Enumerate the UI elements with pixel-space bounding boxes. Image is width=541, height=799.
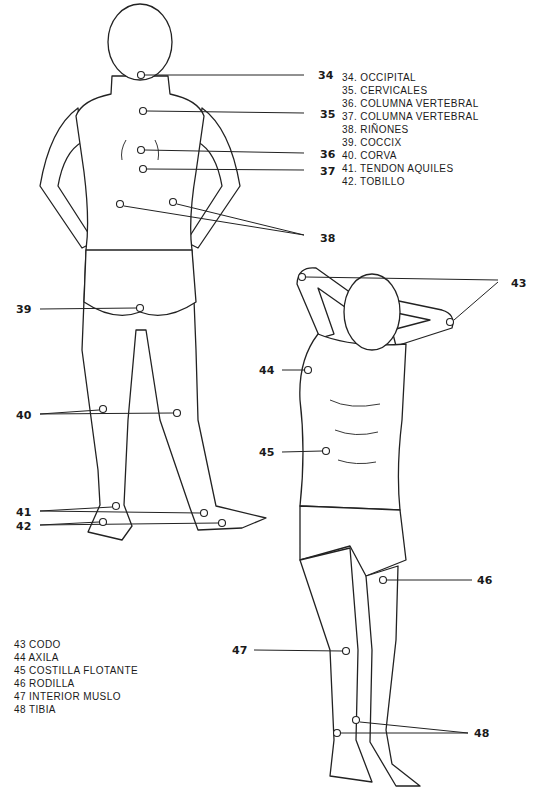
front-leg-right bbox=[366, 566, 420, 786]
callout-number: 37 bbox=[320, 166, 335, 177]
legend-entry: 36. COLUMNA VERTEBRAL bbox=[342, 99, 479, 109]
legend-entry: 38. RIÑONES bbox=[342, 125, 409, 135]
front-torso bbox=[300, 334, 406, 510]
legend-entry: 40. CORVA bbox=[342, 151, 397, 161]
callout-number: 38 bbox=[320, 233, 335, 244]
callout-number: 42 bbox=[16, 521, 31, 532]
callout-number: 36 bbox=[320, 149, 335, 160]
callout-number: 41 bbox=[16, 507, 31, 518]
back-shorts bbox=[84, 250, 196, 315]
legend-entry: 34. OCCIPITAL bbox=[342, 73, 416, 83]
legend-entry: 35. CERVICALES bbox=[342, 86, 427, 96]
legend-entry: 41. TENDON AQUILES bbox=[342, 164, 454, 174]
front-arm-right bbox=[392, 300, 453, 346]
callout-number: 46 bbox=[477, 575, 492, 586]
point-markers bbox=[100, 72, 454, 737]
legend-entry: 44 AXILA bbox=[14, 653, 59, 663]
back-head bbox=[108, 4, 172, 80]
callout-number: 47 bbox=[232, 645, 247, 656]
callout-number: 40 bbox=[16, 410, 31, 421]
legend-entry: 47 INTERIOR MUSLO bbox=[14, 692, 121, 702]
legend-entry: 48 TIBIA bbox=[14, 705, 56, 715]
callout-number: 39 bbox=[16, 304, 31, 315]
legend-entry: 43 CODO bbox=[14, 640, 61, 650]
callout-number: 45 bbox=[259, 447, 274, 458]
callout-number: 43 bbox=[511, 278, 526, 289]
callout-number: 48 bbox=[474, 728, 489, 739]
legend-entry: 37. COLUMNA VERTEBRAL bbox=[342, 112, 479, 122]
front-leg-left bbox=[300, 548, 372, 782]
legend-entry: 39. COCCIX bbox=[342, 138, 402, 148]
legend-entry: 46 RODILLA bbox=[14, 679, 75, 689]
legend-entry: 45 COSTILLA FLOTANTE bbox=[14, 666, 138, 676]
legend-entry: 42. TOBILLO bbox=[342, 177, 405, 187]
callout-number: 34 bbox=[318, 70, 333, 81]
callout-number: 44 bbox=[259, 365, 274, 376]
callout-number: 35 bbox=[320, 109, 335, 120]
front-head bbox=[344, 274, 400, 350]
leader-lines bbox=[40, 75, 498, 733]
